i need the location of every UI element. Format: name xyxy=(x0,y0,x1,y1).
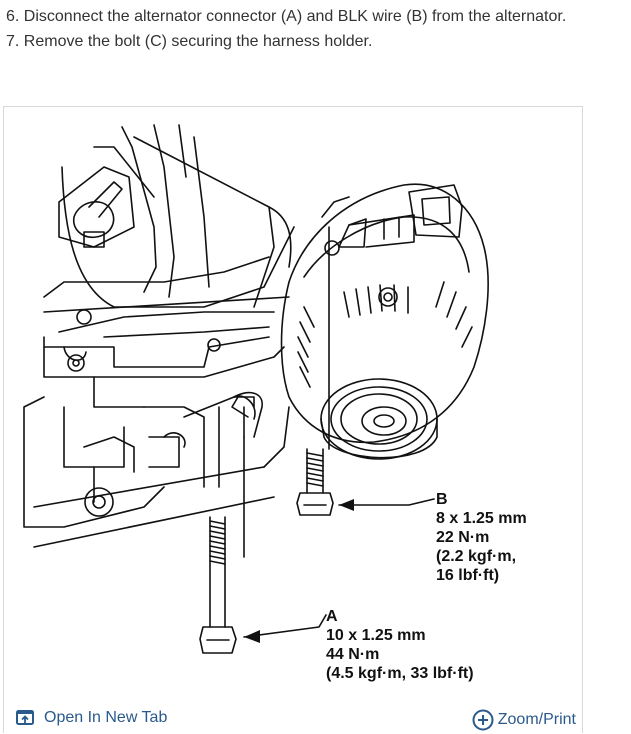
open-in-new-tab-link[interactable]: Open In New Tab xyxy=(16,709,167,727)
zoom-print-label: Zoom/Print xyxy=(497,711,576,728)
spec-b-line2: 22 N·m xyxy=(436,529,489,546)
spec-a-line2: 44 N·m xyxy=(326,646,379,663)
spec-b-line3: (2.2 kgf·m, xyxy=(436,548,516,565)
figure-card: B 8 x 1.25 mm 22 N·m (2.2 kgf·m, 16 lbf·… xyxy=(3,106,583,733)
instructions: 6. Disconnect the alternator connector (… xyxy=(6,4,631,54)
alternator-diagram[interactable]: B 8 x 1.25 mm 22 N·m (2.2 kgf·m, 16 lbf·… xyxy=(4,107,582,705)
spec-b-line4: 16 lbf·ft) xyxy=(436,567,499,584)
bracket-drawing xyxy=(23,309,290,558)
open-in-new-tab-label: Open In New Tab xyxy=(44,709,168,726)
label-b: B xyxy=(436,491,448,508)
spec-a-line3: (4.5 kgf·m, 33 lbf·ft) xyxy=(326,665,474,682)
step-7-text: 7. Remove the bolt (C) securing the harn… xyxy=(6,33,373,50)
label-a: A xyxy=(326,608,338,625)
spec-a-line1: 10 x 1.25 mm xyxy=(326,627,426,644)
zoom-print-link[interactable]: Zoom/Print xyxy=(472,709,576,731)
step-6-text: 6. Disconnect the alternator connector (… xyxy=(6,8,567,25)
bolt-a-drawing xyxy=(199,516,237,654)
leader-lines xyxy=(243,226,435,638)
engine-block-drawing xyxy=(43,124,295,333)
figure-footer: Open In New Tab Zoom/Print xyxy=(4,707,582,734)
plus-circle-icon xyxy=(472,709,494,731)
alternator-drawing xyxy=(280,183,489,460)
arrow-b-icon xyxy=(339,499,354,511)
spec-b-line1: 8 x 1.25 mm xyxy=(436,510,527,527)
bolt-b-drawing xyxy=(296,448,334,516)
harness-drawing xyxy=(231,395,256,438)
open-in-new-tab-icon xyxy=(16,710,34,725)
arrow-a-icon xyxy=(244,630,260,643)
